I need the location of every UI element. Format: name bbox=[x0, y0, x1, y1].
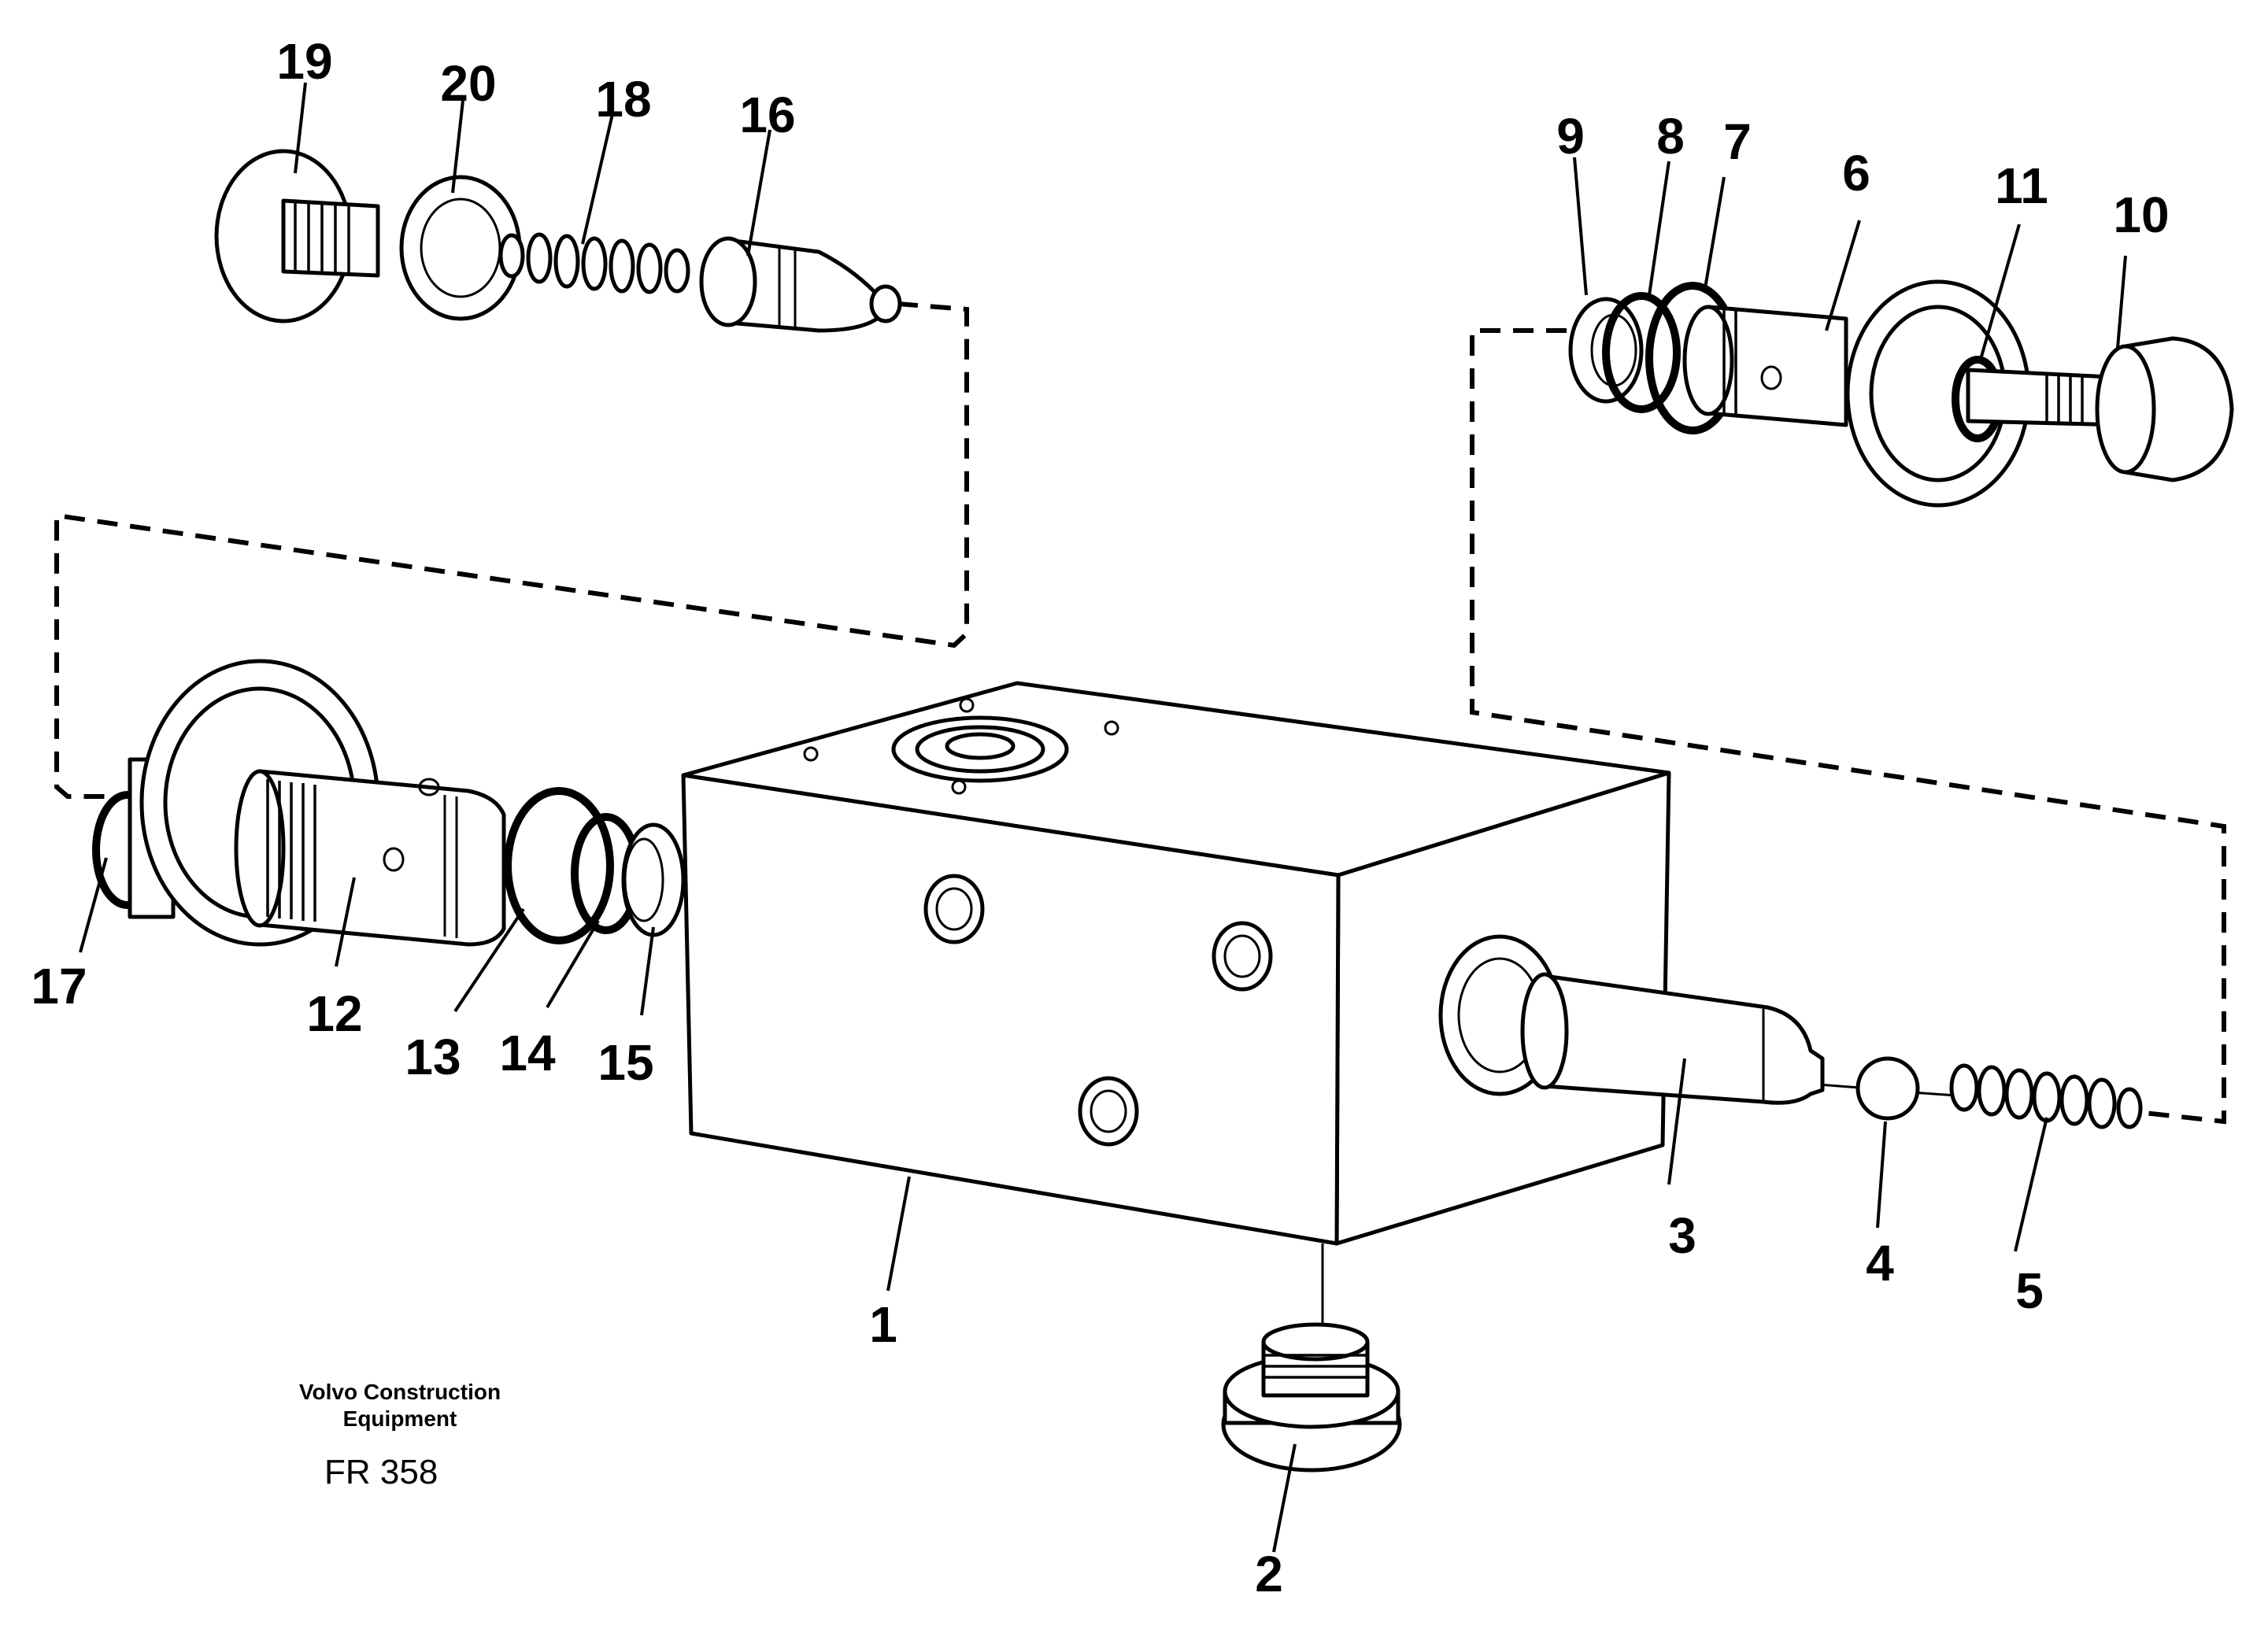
valve-block bbox=[681, 681, 1671, 1246]
ring-13 bbox=[504, 787, 614, 944]
callout-6: 6 bbox=[1842, 145, 1870, 201]
callout-14: 14 bbox=[499, 1025, 556, 1081]
ring-15 bbox=[621, 822, 686, 937]
callout-8: 8 bbox=[1656, 108, 1685, 164]
figure-code: FR 358 bbox=[324, 1453, 438, 1491]
ball bbox=[1855, 1056, 1920, 1121]
leader-lines bbox=[79, 82, 2127, 1553]
callout-18: 18 bbox=[595, 71, 651, 127]
cap-10 bbox=[2123, 336, 2234, 482]
callout-10: 10 bbox=[2113, 187, 2169, 243]
callout-7: 7 bbox=[1723, 113, 1752, 170]
callout-16: 16 bbox=[739, 87, 795, 143]
top-left-cartridge bbox=[214, 149, 902, 333]
callout-20: 20 bbox=[440, 55, 496, 112]
spool bbox=[1520, 972, 1825, 1105]
spring-18 bbox=[498, 232, 690, 294]
callout-labels: 1 2 3 4 5 6 7 8 9 10 11 12 13 14 15 16 1… bbox=[31, 33, 2169, 1602]
callout-15: 15 bbox=[598, 1034, 653, 1091]
callout-4: 4 bbox=[1866, 1235, 1894, 1291]
ring-8 bbox=[1602, 292, 1681, 413]
callout-1: 1 bbox=[869, 1296, 897, 1353]
spring-right bbox=[1949, 1063, 2143, 1129]
callout-3: 3 bbox=[1668, 1207, 1696, 1264]
callout-17: 17 bbox=[31, 958, 87, 1014]
callout-12: 12 bbox=[306, 985, 362, 1042]
callout-2: 2 bbox=[1255, 1546, 1283, 1602]
plug bbox=[1221, 1322, 1402, 1473]
caption: Volvo Construction Equipment FR 358 bbox=[299, 1380, 501, 1491]
callout-13: 13 bbox=[405, 1029, 461, 1085]
caption-line-1: Volvo Construction bbox=[299, 1380, 501, 1404]
right-cartridge bbox=[1568, 279, 2234, 508]
callout-11: 11 bbox=[1995, 157, 2048, 214]
caption-line-2: Equipment bbox=[343, 1406, 457, 1431]
callout-19: 19 bbox=[276, 33, 332, 90]
callout-5: 5 bbox=[2015, 1262, 2044, 1319]
callout-9: 9 bbox=[1556, 108, 1585, 164]
left-cartridge bbox=[92, 659, 686, 947]
